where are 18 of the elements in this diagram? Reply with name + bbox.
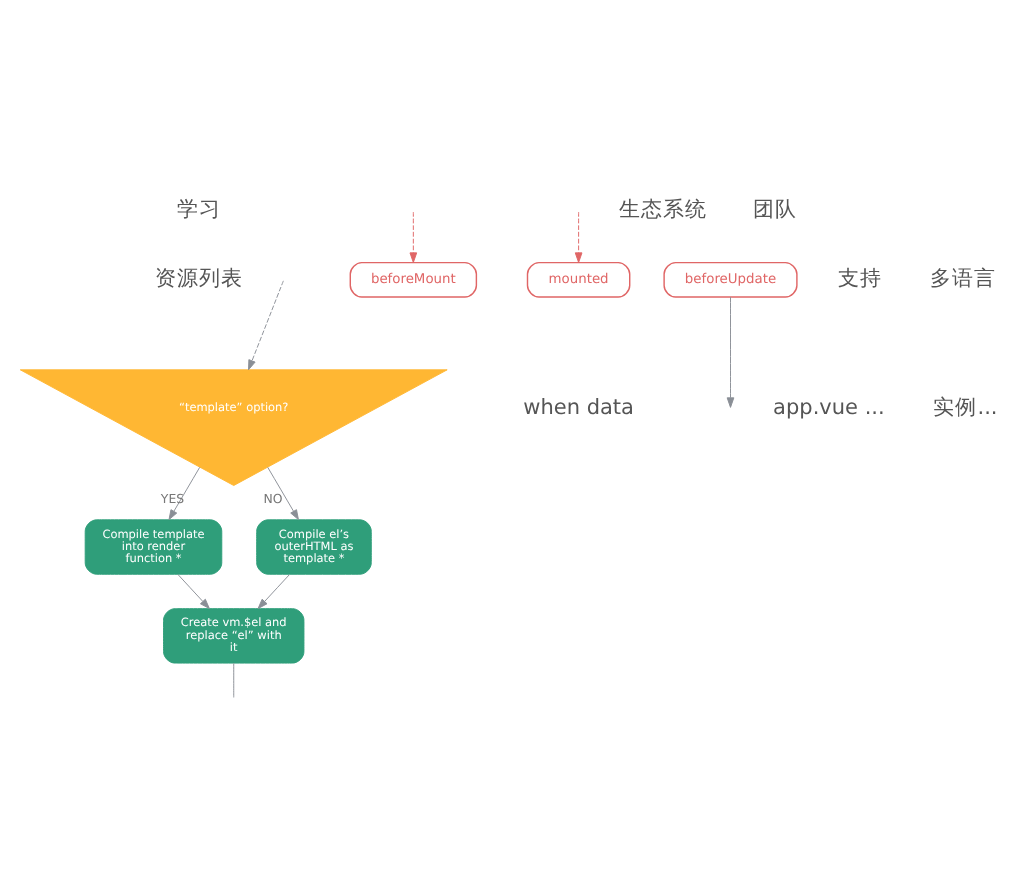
label: 支持 bbox=[838, 267, 883, 292]
label: 生态系统 bbox=[618, 198, 707, 223]
connector bbox=[233, 662, 235, 698]
label: when data bbox=[523, 395, 634, 420]
arrow bbox=[177, 574, 210, 609]
label: 团队 bbox=[753, 198, 798, 223]
arrow bbox=[726, 296, 735, 408]
arrow bbox=[267, 466, 299, 521]
arrow bbox=[574, 211, 583, 263]
label: 实例... bbox=[933, 395, 998, 420]
arrow bbox=[409, 211, 418, 263]
arrow bbox=[168, 466, 201, 521]
label: 资源列表 bbox=[155, 267, 244, 292]
label: 多语言 bbox=[929, 267, 996, 292]
label: app.vue ... bbox=[773, 395, 885, 420]
label: 学习 bbox=[177, 198, 222, 223]
arrow bbox=[257, 574, 290, 609]
arrow bbox=[248, 280, 284, 371]
